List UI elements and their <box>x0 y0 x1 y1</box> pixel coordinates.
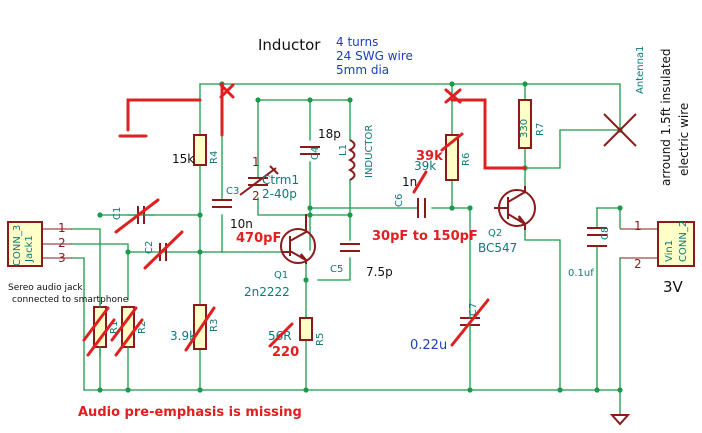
svg-text:0.22u: 0.22u <box>410 338 447 353</box>
svg-text:4 turns: 4 turns <box>336 35 378 49</box>
ground-symbol <box>609 414 631 426</box>
resistor-r2: R2 <box>110 306 148 391</box>
c3-new-value: 470pF <box>236 231 281 246</box>
jack-note-line1: Sereo audio jack <box>8 283 83 293</box>
svg-text:C8: C8 <box>600 227 611 240</box>
jack-note-line2: connected to smartphone <box>12 295 129 305</box>
svg-text:C7: C7 <box>468 303 479 316</box>
svg-text:R5: R5 <box>315 333 326 346</box>
svg-text:10n: 10n <box>230 217 253 231</box>
svg-text:Q1: Q1 <box>274 270 288 281</box>
svg-text:R1: R1 <box>109 321 120 334</box>
capacitor-c6: C6 1n 30pF to 150pF <box>372 170 478 244</box>
svg-text:R3: R3 <box>209 319 220 332</box>
jack-connector: CONN_3 Jack1 1 2 3 Sereo audio jack conn… <box>7 221 129 305</box>
svg-text:R2: R2 <box>137 321 148 334</box>
inductor: L1 INDUCTOR <box>338 125 375 181</box>
svg-text:arround 1.5ft insulated: arround 1.5ft insulated <box>659 48 673 186</box>
red-markup <box>118 82 527 170</box>
transistor-q1: Q1 2n2222 <box>244 214 316 299</box>
capacitor-c2: C2 <box>143 230 184 270</box>
r6-new-value: 39k <box>416 149 443 164</box>
svg-text:C6: C6 <box>394 194 405 207</box>
antenna: Antenna1 arround 1.5ft insulated electri… <box>603 46 691 186</box>
svg-text:L1: L1 <box>338 144 349 156</box>
svg-text:R4: R4 <box>209 151 220 164</box>
svg-text:C3: C3 <box>226 186 239 197</box>
svg-text:C1: C1 <box>112 207 123 220</box>
svg-text:15k: 15k <box>172 152 194 166</box>
capacitor-c7: C7 0.22u <box>410 298 490 353</box>
svg-text:C5: C5 <box>330 264 343 275</box>
svg-text:Inductor: Inductor <box>258 36 321 54</box>
transistor-q2: Q2 BC547 <box>478 186 536 255</box>
capacitor-c4: 18p C4 <box>300 127 341 160</box>
svg-text:18p: 18p <box>318 127 341 141</box>
svg-text:BC547: BC547 <box>478 241 517 255</box>
svg-text:2: 2 <box>252 189 260 203</box>
svg-text:1: 1 <box>634 219 642 233</box>
power-connector: 1 2 Vin1 CONN_2 3V <box>620 219 695 296</box>
svg-text:INDUCTOR: INDUCTOR <box>364 125 375 178</box>
svg-text:7.5p: 7.5p <box>366 265 393 279</box>
resistor-r4: 15k R4 <box>172 134 220 166</box>
resistor-r6: R6 39k 39k <box>414 132 472 181</box>
svg-text:Vin1: Vin1 <box>664 240 675 262</box>
svg-text:C2: C2 <box>144 241 155 254</box>
capacitor-c3: C3 10n 470pF <box>212 186 281 246</box>
svg-text:5mm dia: 5mm dia <box>336 63 389 77</box>
svg-text:R7: R7 <box>535 123 546 136</box>
jack-pin-2: 2 <box>58 236 66 250</box>
svg-text:2n2222: 2n2222 <box>244 285 290 299</box>
inductor-note: Inductor 4 turns 24 SWG wire 5mm dia <box>258 35 413 77</box>
svg-text:0.1uf: 0.1uf <box>568 268 594 279</box>
trimmer-capacitor: 1 2 Ctrm1 2-40p <box>239 155 299 203</box>
wires <box>71 83 621 416</box>
svg-text:2: 2 <box>634 257 642 271</box>
svg-text:R6: R6 <box>461 153 472 166</box>
svg-text:electric wire: electric wire <box>677 103 691 176</box>
capacitor-c1: C1 <box>112 198 160 234</box>
svg-text:C4: C4 <box>310 147 321 160</box>
svg-text:330: 330 <box>519 119 530 138</box>
resistor-r1: R1 <box>82 299 120 357</box>
jack-pin-1: 1 <box>58 221 66 235</box>
capacitor-c5: C5 7.5p <box>330 243 393 279</box>
svg-text:Ctrm1: Ctrm1 <box>262 173 299 187</box>
footer-note: Audio pre-emphasis is missing <box>78 405 302 420</box>
c6-new-value: 30pF to 150pF <box>372 229 478 244</box>
svg-text:24 SWG wire: 24 SWG wire <box>336 49 413 63</box>
resistor-r5: R5 56R 220 <box>268 317 326 360</box>
resistor-r3: 3.9k R3 <box>170 304 220 352</box>
svg-text:1n: 1n <box>402 175 417 189</box>
svg-text:1: 1 <box>252 155 260 169</box>
supply-voltage: 3V <box>663 278 684 296</box>
r5-new-value: 220 <box>272 345 299 360</box>
jack-pin-3: 3 <box>58 251 66 265</box>
svg-text:Antenna1: Antenna1 <box>635 46 646 94</box>
capacitor-c8: C8 0.1uf <box>568 227 611 279</box>
jack-name: Jack1 <box>24 235 35 263</box>
svg-text:39k: 39k <box>414 159 436 173</box>
jack-ref: CONN_3 <box>12 225 23 266</box>
resistor-r7: 330 R7 <box>518 99 546 149</box>
svg-text:Q2: Q2 <box>488 228 502 239</box>
svg-text:2-40p: 2-40p <box>262 187 297 201</box>
svg-text:3.9k: 3.9k <box>170 329 196 343</box>
svg-text:CONN_2: CONN_2 <box>678 221 689 262</box>
